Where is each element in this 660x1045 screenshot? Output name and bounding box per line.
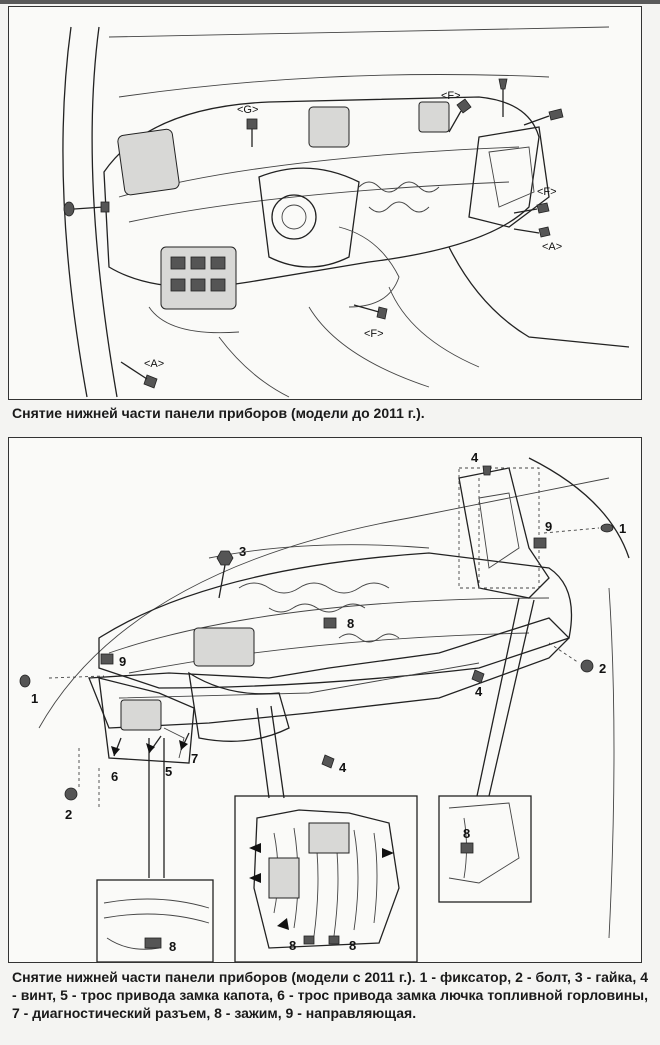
page-top-rule (0, 0, 660, 4)
callout-2-left: 2 (65, 807, 72, 822)
figure-1-illustration: <G> <F> <F> <A> <F> <A> (8, 6, 642, 400)
callout-9-right: 9 (545, 519, 552, 534)
label-f-bottom: <F> (364, 328, 384, 340)
label-a-right: <A> (542, 241, 562, 253)
inset-left (96, 879, 214, 962)
label-a-left: <A> (144, 358, 164, 370)
inset-middle (234, 795, 418, 962)
callout-8-mid-inset-a: 8 (289, 938, 296, 953)
bolt-icon-right (580, 659, 594, 673)
callout-3: 3 (239, 544, 246, 559)
label-f-top: <F> (441, 90, 461, 102)
label-g: <G> (237, 104, 258, 116)
figure-2-drawing: 1 1 2 2 3 4 4 4 5 6 7 8 8 8 8 8 9 9 (19, 450, 630, 962)
callout-6: 6 (111, 769, 118, 784)
clip-icon-center (323, 617, 337, 629)
screw-icon-a-right (513, 226, 551, 238)
callout-8-right-inset: 8 (463, 826, 470, 841)
label-f-right: <F> (537, 186, 557, 198)
guide-icon-left (100, 653, 114, 665)
figure-1-drawing: <G> <F> <F> <A> <F> <A> (62, 26, 630, 398)
callout-4-bottom: 4 (339, 760, 347, 775)
figure-2-caption: Снятие нижней части панели приборов (мод… (12, 969, 648, 1021)
clip-icon-left (63, 201, 110, 217)
callout-8-mid-inset-b: 8 (349, 938, 356, 953)
screw-icon-g (246, 118, 258, 147)
screw-icon-top-right (498, 78, 564, 126)
retainer-icon-left (19, 674, 31, 688)
callout-8-center: 8 (347, 616, 354, 631)
screw-icon-f-bottom (353, 304, 388, 320)
inset-right (438, 795, 532, 903)
callout-4-mid: 4 (475, 684, 483, 699)
callout-9-left: 9 (119, 654, 126, 669)
callout-5: 5 (165, 764, 172, 779)
callout-7: 7 (191, 751, 198, 766)
screw-icon-top (482, 465, 492, 476)
callout-4-top: 4 (471, 450, 479, 465)
bolt-icon-left (64, 787, 78, 801)
nut-icon (216, 550, 234, 599)
guide-icon-right (533, 537, 547, 549)
screw-icon-f-top (448, 98, 472, 133)
screw-icon-f-right (513, 202, 550, 214)
retainer-icon-right (600, 523, 614, 533)
callout-1-right: 1 (619, 521, 626, 536)
figure-1-caption: Снятие нижней части панели приборов (мод… (12, 405, 425, 421)
screw-icon-mid (471, 669, 485, 684)
callout-8-left-inset: 8 (169, 939, 176, 954)
figure-2-illustration: 1 1 2 2 3 4 4 4 5 6 7 8 8 8 8 8 9 9 (8, 437, 642, 963)
callout-1-left: 1 (31, 691, 38, 706)
screw-icon-a-left (120, 361, 158, 389)
screw-icon-bottom (321, 754, 335, 769)
callout-2-right: 2 (599, 661, 606, 676)
